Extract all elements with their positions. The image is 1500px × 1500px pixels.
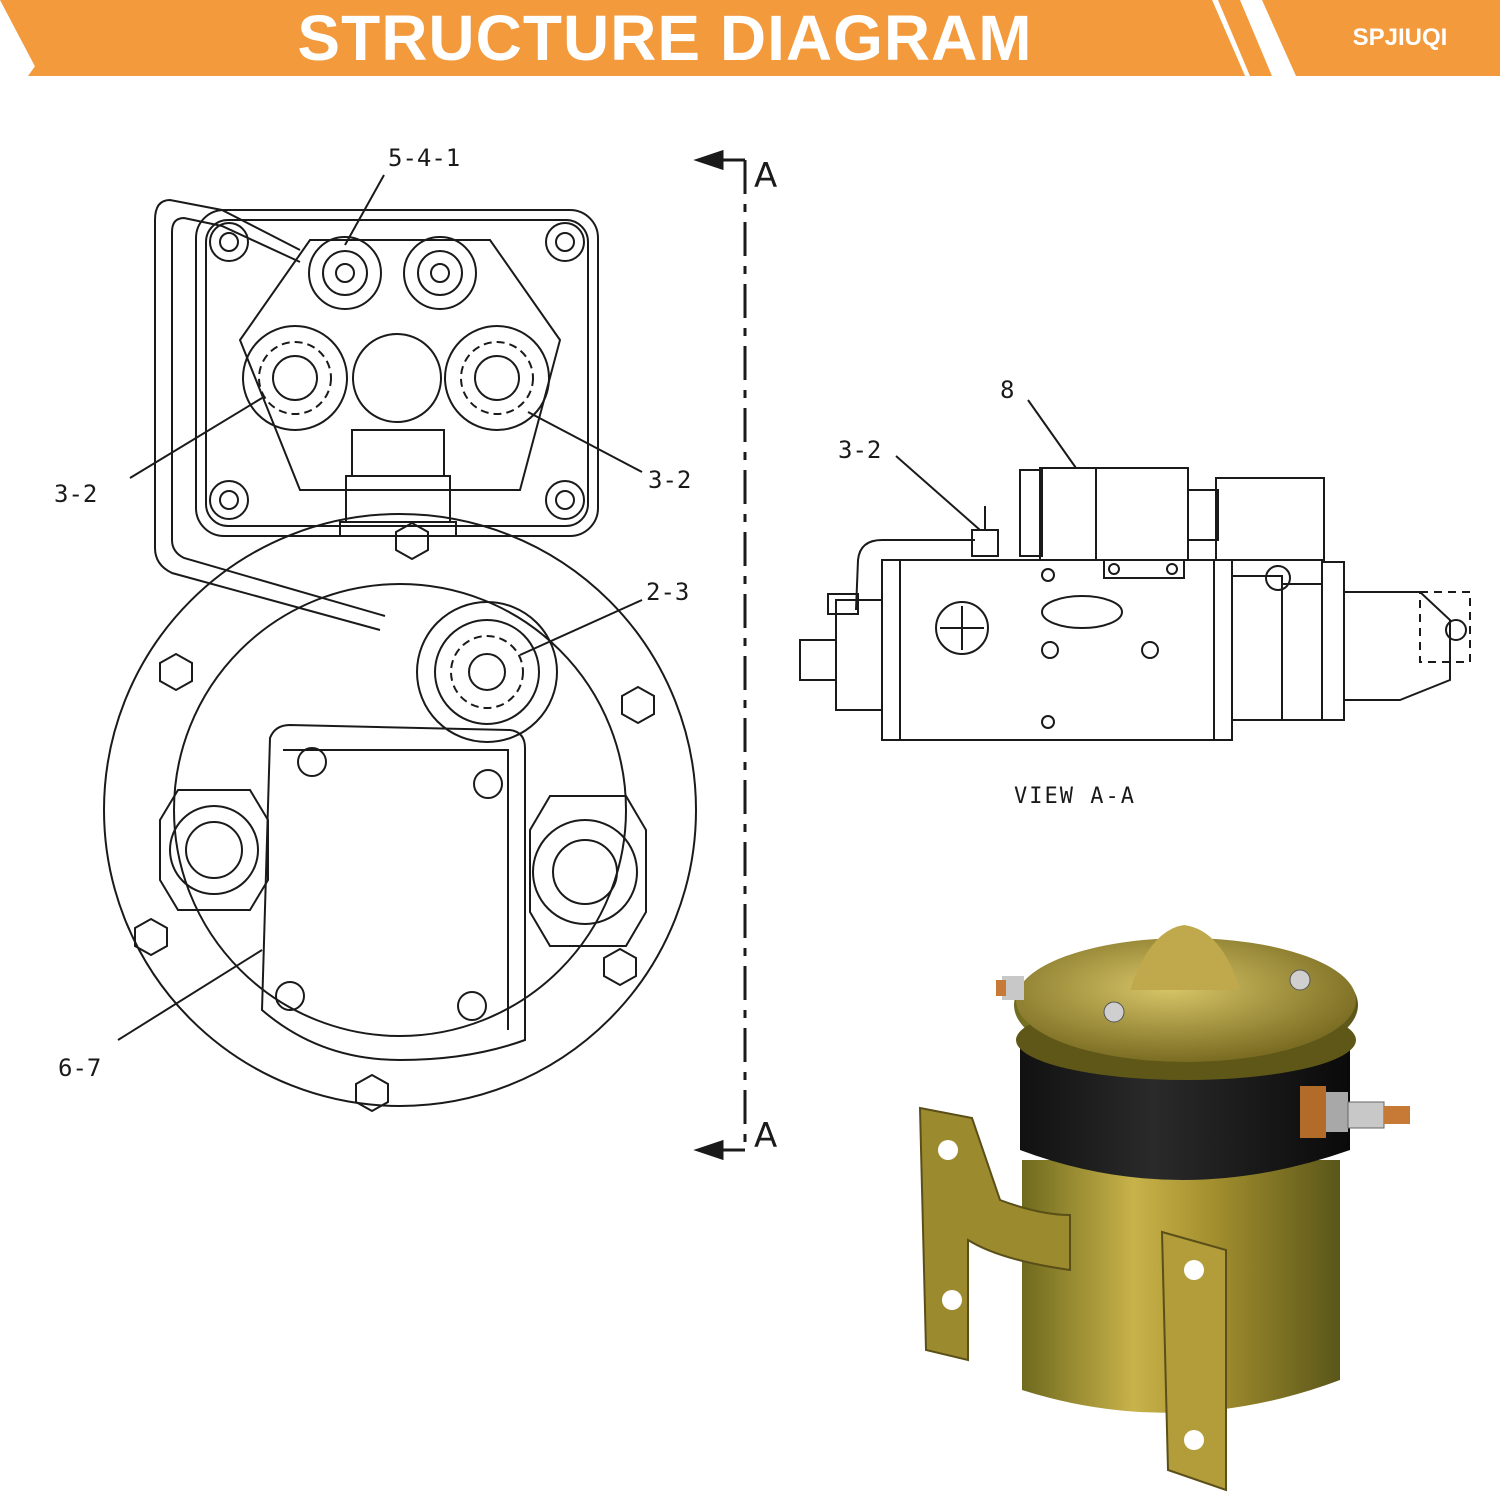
side-leaders [895, 399, 1077, 531]
section-label-bottom: A [754, 1116, 778, 1156]
callout-3-2-right: 3-2 [648, 466, 692, 494]
callout-6-7: 6-7 [58, 1054, 102, 1082]
callout-8: 8 [1000, 376, 1015, 404]
callout-3-2-side: 3-2 [838, 436, 882, 464]
banner-brand-box [1262, 0, 1500, 76]
banner-stripe [1218, 0, 1272, 76]
section-line [693, 149, 747, 1161]
side-view-drawing [799, 467, 1471, 741]
housing-bolts [134, 521, 655, 1113]
front-leaders [117, 174, 643, 1041]
solenoid-relay-photo [918, 925, 1410, 1492]
front-view-drawing [103, 198, 697, 1113]
callout-5-4-1: 5-4-1 [388, 144, 461, 172]
view-caption: VIEW A-A [1014, 784, 1136, 809]
callout-2-3: 2-3 [646, 578, 690, 606]
section-label-top: A [754, 156, 778, 196]
header-banner [0, 0, 1500, 76]
callout-3-2-left: 3-2 [54, 480, 98, 508]
